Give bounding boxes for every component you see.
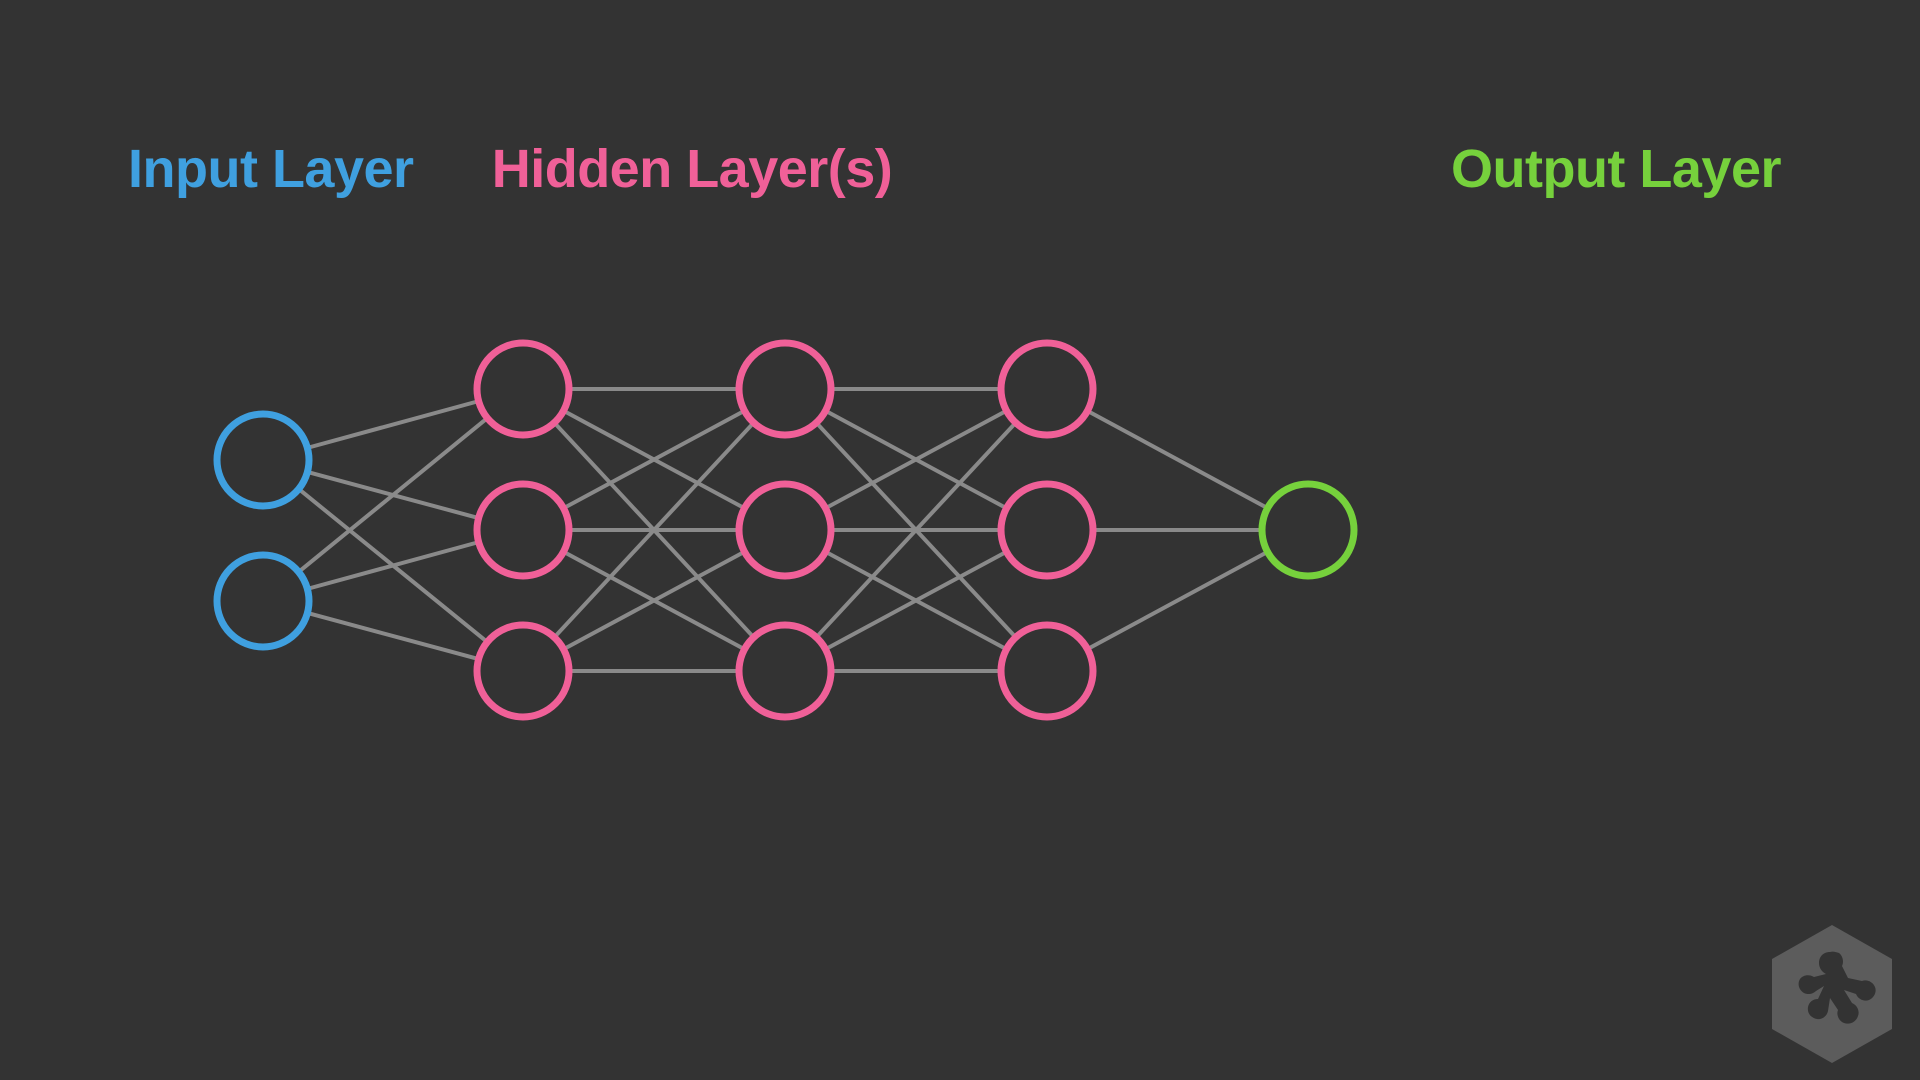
connection-edge — [1085, 549, 1270, 652]
neuron-node-h2_3 — [735, 621, 835, 721]
connection-edge — [823, 408, 1009, 511]
connection-edge — [823, 549, 1009, 652]
connection-edge — [305, 399, 481, 450]
neuron-node-h1_3 — [473, 621, 573, 721]
neuron-node-o1 — [1258, 480, 1358, 580]
neuron-node-h2_1 — [735, 339, 835, 439]
neuron-node-h3_2 — [997, 480, 1097, 580]
connection-edge — [561, 549, 747, 652]
neuron-node-h3_1 — [997, 339, 1097, 439]
tree-glyph — [1798, 951, 1876, 1024]
neuron-node-h3_3 — [997, 621, 1097, 721]
neuron-node-h2_2 — [735, 480, 835, 580]
connection-edge — [814, 420, 1018, 640]
neuron-node-i2 — [213, 551, 313, 651]
neuron-node-i1 — [213, 410, 313, 510]
connection-edge — [552, 420, 756, 640]
connection-edge — [561, 408, 747, 511]
nodes-group — [213, 339, 1358, 721]
connection-edge — [1085, 408, 1270, 511]
neuron-node-h1_1 — [473, 339, 573, 439]
treehouse-logo-watermark — [1772, 925, 1892, 1063]
neuron-node-h1_2 — [473, 480, 573, 580]
connection-edge — [305, 540, 481, 591]
connection-edge — [305, 610, 481, 662]
edges-group — [296, 387, 1270, 673]
connection-edge — [296, 416, 490, 574]
